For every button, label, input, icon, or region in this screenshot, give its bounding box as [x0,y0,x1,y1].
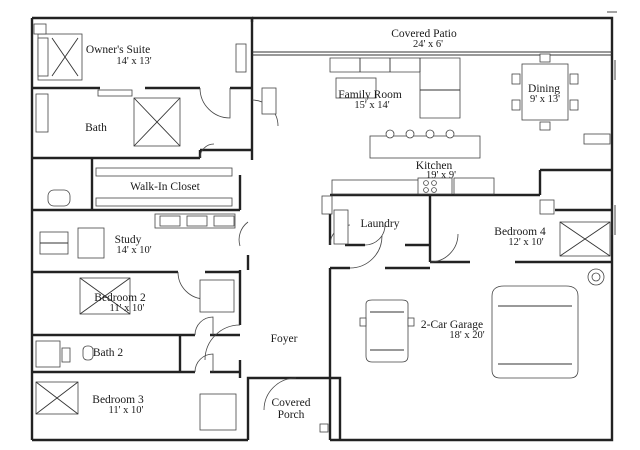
bath2-fixtures [35,340,94,368]
laundry-fixtures [333,209,349,245]
bedroom4-furniture [539,199,611,257]
study-label: Study [115,234,142,246]
door-swings [177,87,459,411]
bedroom3-furniture [35,381,237,431]
covered-porch-label-line2: Porch [278,409,305,421]
right-interior-walls [252,51,612,440]
kitchen-island [369,129,481,159]
family-room-label: Family Room [338,89,402,101]
garage-fixtures [359,268,605,379]
family-room-size: 15' x 14' [354,100,389,111]
family-room-sofa [329,57,461,119]
wic-fixtures [47,167,233,207]
bedroom3-size: 11' x 10' [109,405,144,416]
bedroom2-size: 11' x 10' [110,303,145,314]
kitchen-counters [321,177,495,215]
garage-label: 2-Car Garage [421,319,483,331]
interior-walls [32,18,254,378]
dresser [235,43,247,73]
dining-label: Dining [528,83,560,95]
study-fixtures [39,213,236,259]
owners-suite-label: Owner's Suite [86,44,150,56]
covered-porch-label-line1: Covered [272,397,311,409]
bedroom2-label: Bedroom 2 [94,292,146,304]
kitchen-label: Kitchen [416,160,453,172]
garage-size: 18' x 20' [449,330,484,341]
covered-patio-label: Covered Patio [391,28,457,40]
bath-label: Bath [85,122,107,134]
porch-post [319,423,329,433]
bedroom4-size: 12' x 10' [508,237,543,248]
master-bath-fixtures [35,89,181,147]
bedroom3-label: Bedroom 3 [92,394,144,406]
bedroom2-furniture [79,277,235,315]
bath2-label: Bath 2 [93,347,124,359]
owners-suite-bed [33,23,83,81]
dining-table [511,53,579,131]
kitchen-size: 19' x 9' [426,170,456,181]
kitchen-shelf [583,133,611,145]
foyer-label: Foyer [271,333,298,345]
dining-size: 9' x 13' [530,94,560,105]
covered-patio-size: 24' x 6' [413,39,443,50]
laundry-label: Laundry [361,218,400,230]
walk-in-closet-label: Walk-In Closet [130,181,200,193]
owners-suite-size: 14' x 13' [116,56,151,67]
study-size: 14' x 10' [116,245,151,256]
linen-cabinet [261,87,277,115]
bedroom4-label: Bedroom 4 [494,226,546,238]
